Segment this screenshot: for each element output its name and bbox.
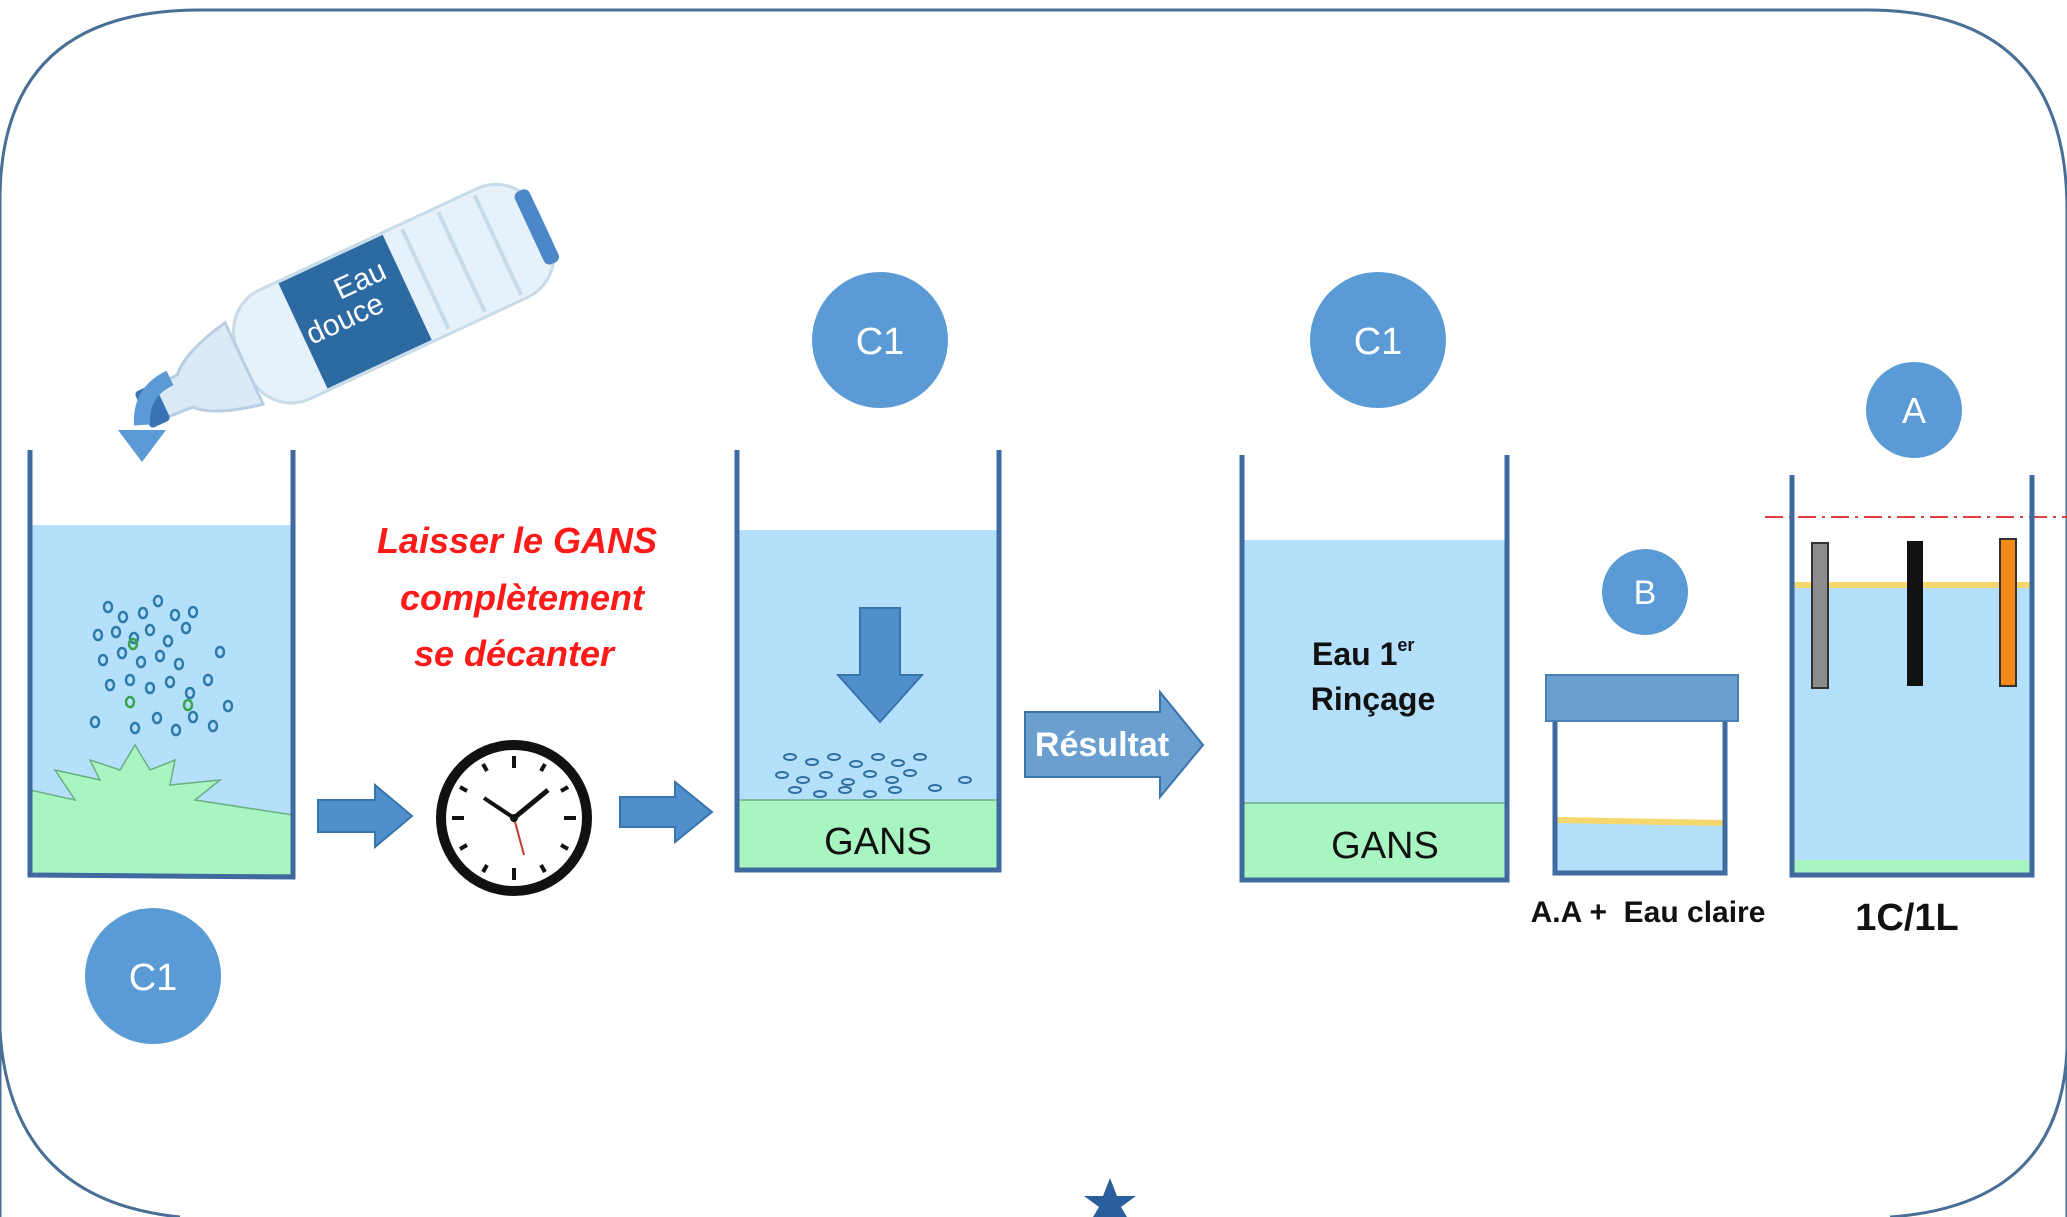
rinse-label-text: Eau 1 — [1312, 636, 1397, 672]
c1-badge-beaker-3 — [1310, 272, 1446, 408]
c1-badge-bottom — [85, 908, 221, 1044]
rinse-label-line-1: Eau 1er — [1312, 635, 1414, 672]
aa-label: A.A + Eau claire — [1531, 896, 1766, 929]
settled-particles — [775, 753, 972, 798]
gans-label-beaker-2: GANS — [824, 821, 932, 863]
gans-label-beaker-3: GANS — [1331, 825, 1439, 867]
instruction-line-2: complètement — [400, 577, 646, 618]
rinse-label-superscript: er — [1397, 635, 1414, 655]
particles-suspended — [89, 594, 234, 737]
resultat-label: Résultat — [1035, 726, 1169, 764]
a-label: A — [1902, 390, 1926, 431]
beaker-3 — [1239, 455, 1510, 883]
ratio-label: 1C/1L — [1855, 897, 1958, 939]
b-label: B — [1634, 574, 1657, 612]
curved-arrow-icon — [118, 370, 174, 462]
electrode-gray — [1811, 542, 1829, 689]
right-arrow-icon — [317, 782, 414, 850]
beaker-2 — [734, 450, 1002, 873]
instruction-line-1: Laisser le GANS — [377, 520, 657, 561]
c1-label-bottom: C1 — [129, 957, 178, 999]
diagram-frame — [0, 8, 2067, 1217]
container-b — [1545, 674, 1739, 876]
beaker-1 — [27, 450, 296, 880]
diagram-frame-bottom — [0, 1029, 2067, 1217]
c1-label-beaker-2: C1 — [856, 321, 905, 363]
resultat-arrow — [1024, 689, 1205, 800]
c1-label-beaker-3: C1 — [1354, 321, 1403, 363]
container-a — [1789, 475, 2035, 878]
rinse-label-line-2: Rinçage — [1311, 681, 1435, 717]
a-badge — [1866, 362, 1962, 458]
electrode-black — [1907, 541, 1923, 686]
instruction-line-3: se décanter — [414, 633, 616, 674]
electrode-orange — [1999, 538, 2017, 687]
b-badge — [1602, 549, 1688, 635]
clock-icon — [436, 740, 592, 896]
c1-badge-beaker-2 — [812, 272, 948, 408]
down-arrow-icon — [835, 607, 925, 724]
star-icon — [1084, 1178, 1136, 1217]
right-arrow-icon — [619, 779, 714, 845]
